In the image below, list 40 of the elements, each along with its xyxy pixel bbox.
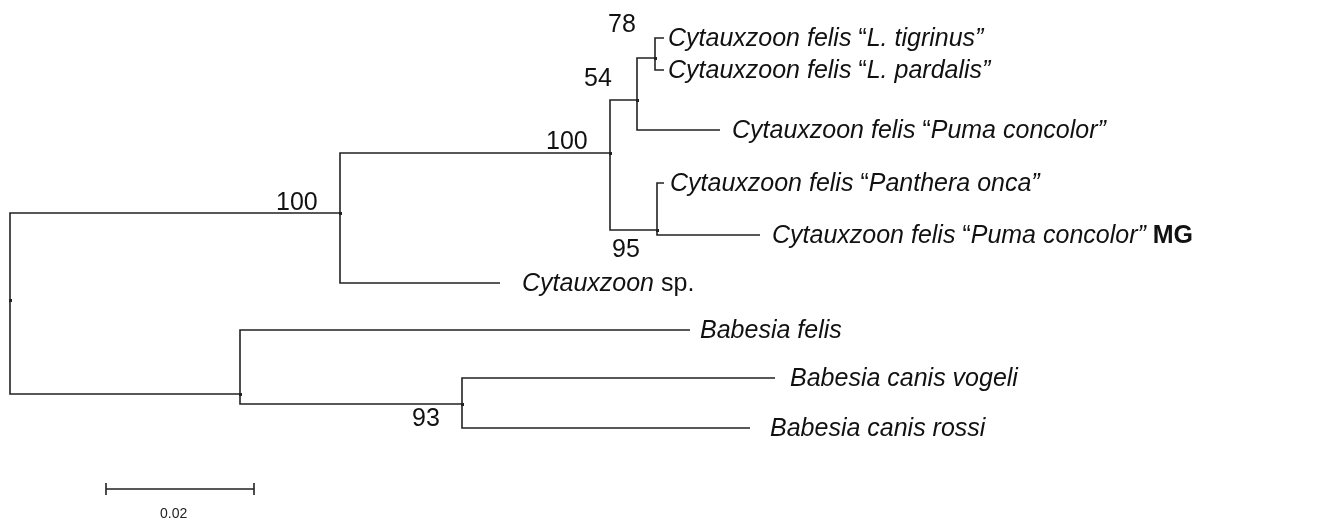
taxon-label: Cytauxzoon felis “L. pardalis” bbox=[668, 54, 991, 84]
tree-branch bbox=[339, 212, 501, 284]
branch-node bbox=[636, 99, 639, 102]
bootstrap-value: 93 bbox=[412, 402, 440, 432]
bootstrap-value: 95 bbox=[612, 233, 640, 263]
tree-branch bbox=[239, 329, 691, 395]
branch-node bbox=[654, 57, 657, 60]
tree-branch bbox=[9, 212, 341, 301]
tree-branch bbox=[656, 229, 761, 236]
branch-node bbox=[339, 212, 342, 215]
branch-node bbox=[609, 152, 612, 155]
bootstrap-value: 100 bbox=[546, 125, 588, 155]
bootstrap-value: 100 bbox=[276, 186, 318, 216]
tree-branch bbox=[9, 299, 241, 395]
branch-node bbox=[239, 393, 242, 396]
tree-branch bbox=[654, 57, 665, 71]
taxon-label: Cytauxzoon felis “Puma concolor” bbox=[732, 114, 1106, 144]
branch-node bbox=[9, 299, 12, 302]
tree-branch bbox=[461, 403, 751, 429]
taxon-label: Cytauxzoon felis “Panthera onca” bbox=[670, 167, 1040, 197]
tree-branch bbox=[461, 377, 776, 405]
taxon-label: Cytauxzoon felis “Puma concolor” MG bbox=[772, 219, 1194, 249]
taxon-label: Babesia felis bbox=[700, 314, 842, 344]
branch-node bbox=[656, 229, 659, 232]
tree-branch bbox=[654, 37, 665, 59]
tree-branch bbox=[636, 99, 721, 131]
bootstrap-value: 54 bbox=[584, 62, 612, 92]
tree-branch bbox=[656, 182, 665, 231]
tree-branch bbox=[239, 393, 463, 405]
bootstrap-value: 78 bbox=[608, 8, 636, 38]
taxon-label: Babesia canis rossi bbox=[770, 412, 986, 442]
taxon-label: Cytauxzoon felis “L. tigrinus” bbox=[668, 22, 984, 52]
scale-value: 0.02 bbox=[160, 505, 188, 521]
tree-branch bbox=[636, 57, 656, 101]
taxon-label: Babesia canis vogeli bbox=[790, 362, 1018, 392]
taxon-label: Cytauxzoon sp. bbox=[522, 267, 695, 297]
branch-node bbox=[461, 403, 464, 406]
tree-branch bbox=[609, 152, 658, 231]
tree-branch bbox=[609, 99, 638, 154]
tree-branch bbox=[339, 152, 611, 214]
